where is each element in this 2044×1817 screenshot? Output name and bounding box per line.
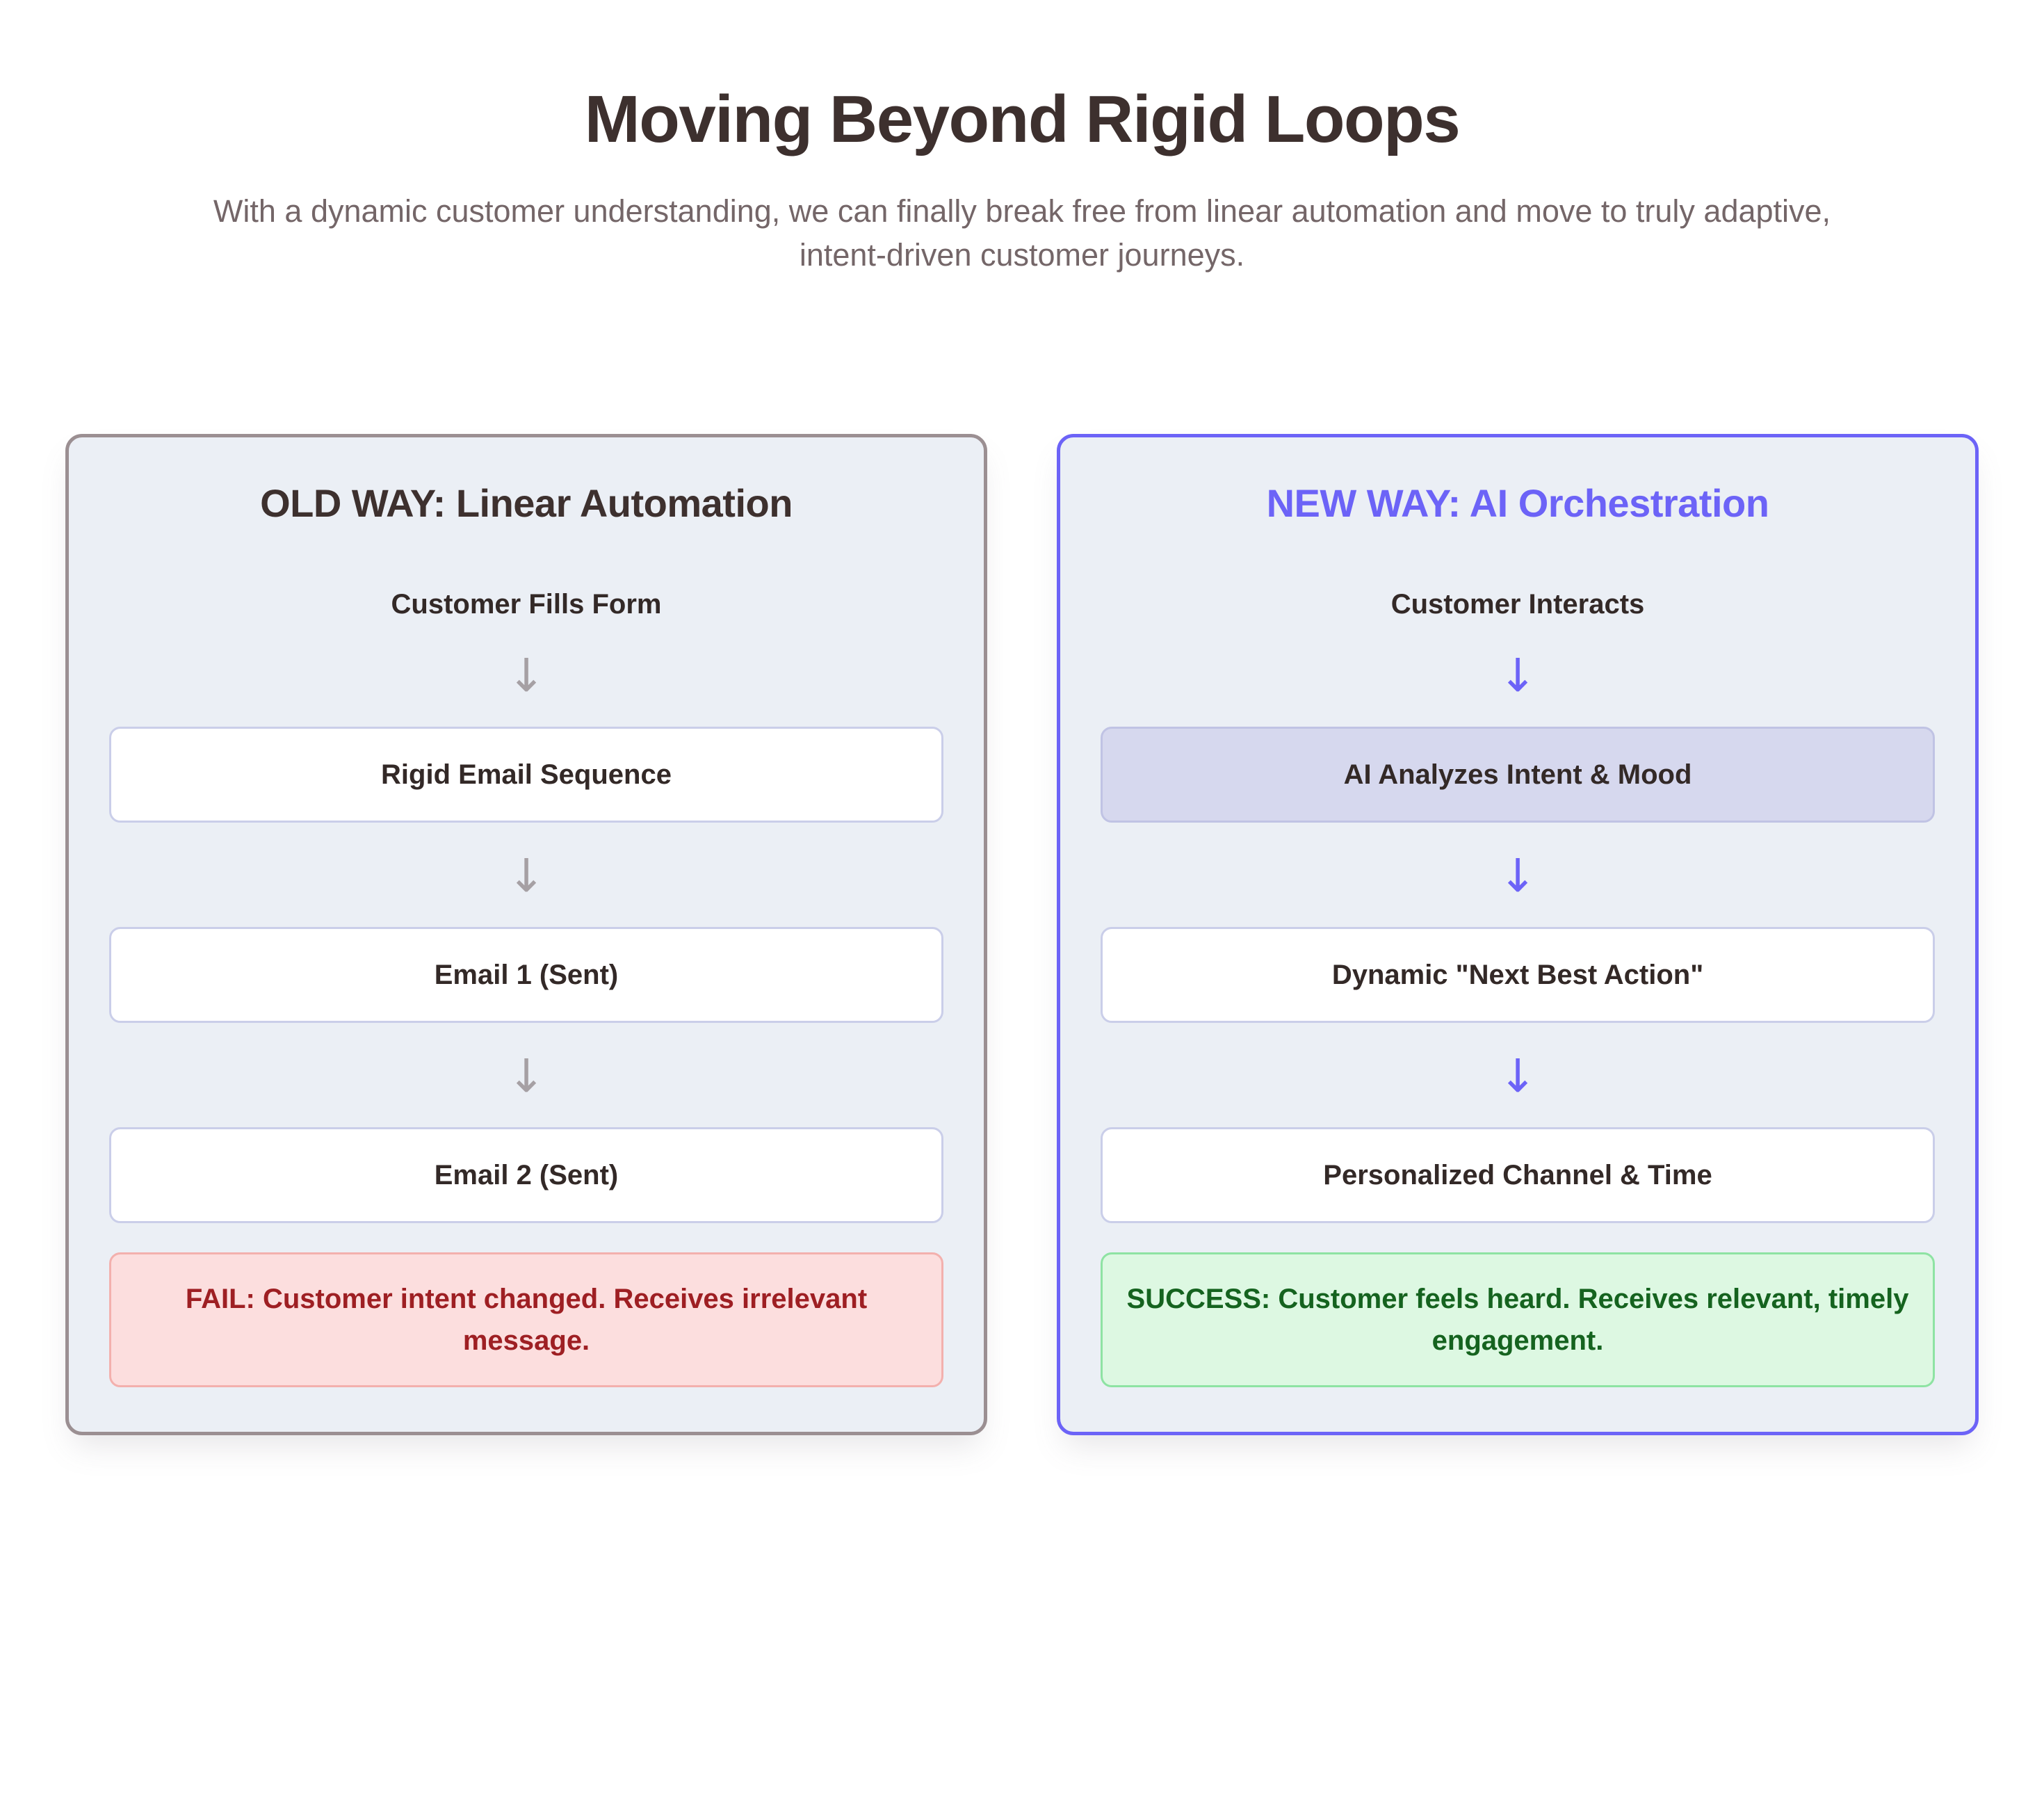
entry-label-old-way: Customer Fills Form: [391, 589, 662, 620]
flow-node[interactable]: Rigid Email Sequence: [109, 727, 943, 823]
down-arrow-icon: ↓: [1498, 649, 1537, 703]
down-arrow-icon: ↓: [1498, 1049, 1537, 1104]
outcome-success: SUCCESS: Customer feels heard. Receives …: [1101, 1252, 1935, 1388]
flow-node-highlighted[interactable]: AI Analyzes Intent & Mood: [1101, 727, 1935, 823]
flow-old-way: Customer Fills Form ↓ Rigid Email Sequen…: [109, 586, 943, 1388]
outcome-text: Customer feels heard. Receives relevant,…: [1270, 1284, 1909, 1357]
page-subtitle: With a dynamic customer understanding, w…: [213, 193, 1831, 273]
panel-title-old-way: OLD WAY: Linear Automation: [260, 481, 793, 525]
header: Moving Beyond Rigid Loops With a dynamic…: [0, 0, 2044, 277]
comparison-columns: OLD WAY: Linear Automation Customer Fill…: [65, 434, 1979, 1436]
flow-node[interactable]: Personalized Channel & Time: [1101, 1127, 1935, 1224]
panel-old-way: OLD WAY: Linear Automation Customer Fill…: [65, 434, 987, 1436]
page-title: Moving Beyond Rigid Loops: [584, 82, 1461, 156]
flow-node[interactable]: Email 1 (Sent): [109, 927, 943, 1024]
outcome-text: Customer intent changed. Receives irrele…: [254, 1284, 868, 1357]
outcome-tag: FAIL:: [185, 1284, 255, 1315]
entry-label-new-way: Customer Interacts: [1390, 589, 1645, 620]
down-arrow-icon: ↓: [507, 649, 546, 703]
flow-node[interactable]: Dynamic "Next Best Action": [1101, 927, 1935, 1024]
outcome-fail: FAIL: Customer intent changed. Receives …: [109, 1252, 943, 1388]
panel-new-way: NEW WAY: AI Orchestration Customer Inter…: [1057, 434, 1979, 1436]
outcome-tag: SUCCESS:: [1126, 1284, 1271, 1315]
panel-title-new-way: NEW WAY: AI Orchestration: [1266, 481, 1769, 525]
down-arrow-icon: ↓: [507, 849, 546, 903]
down-arrow-icon: ↓: [1498, 849, 1537, 903]
flow-new-way: Customer Interacts ↓ AI Analyzes Intent …: [1101, 586, 1935, 1388]
flow-node[interactable]: Email 2 (Sent): [109, 1127, 943, 1224]
down-arrow-icon: ↓: [507, 1049, 546, 1104]
